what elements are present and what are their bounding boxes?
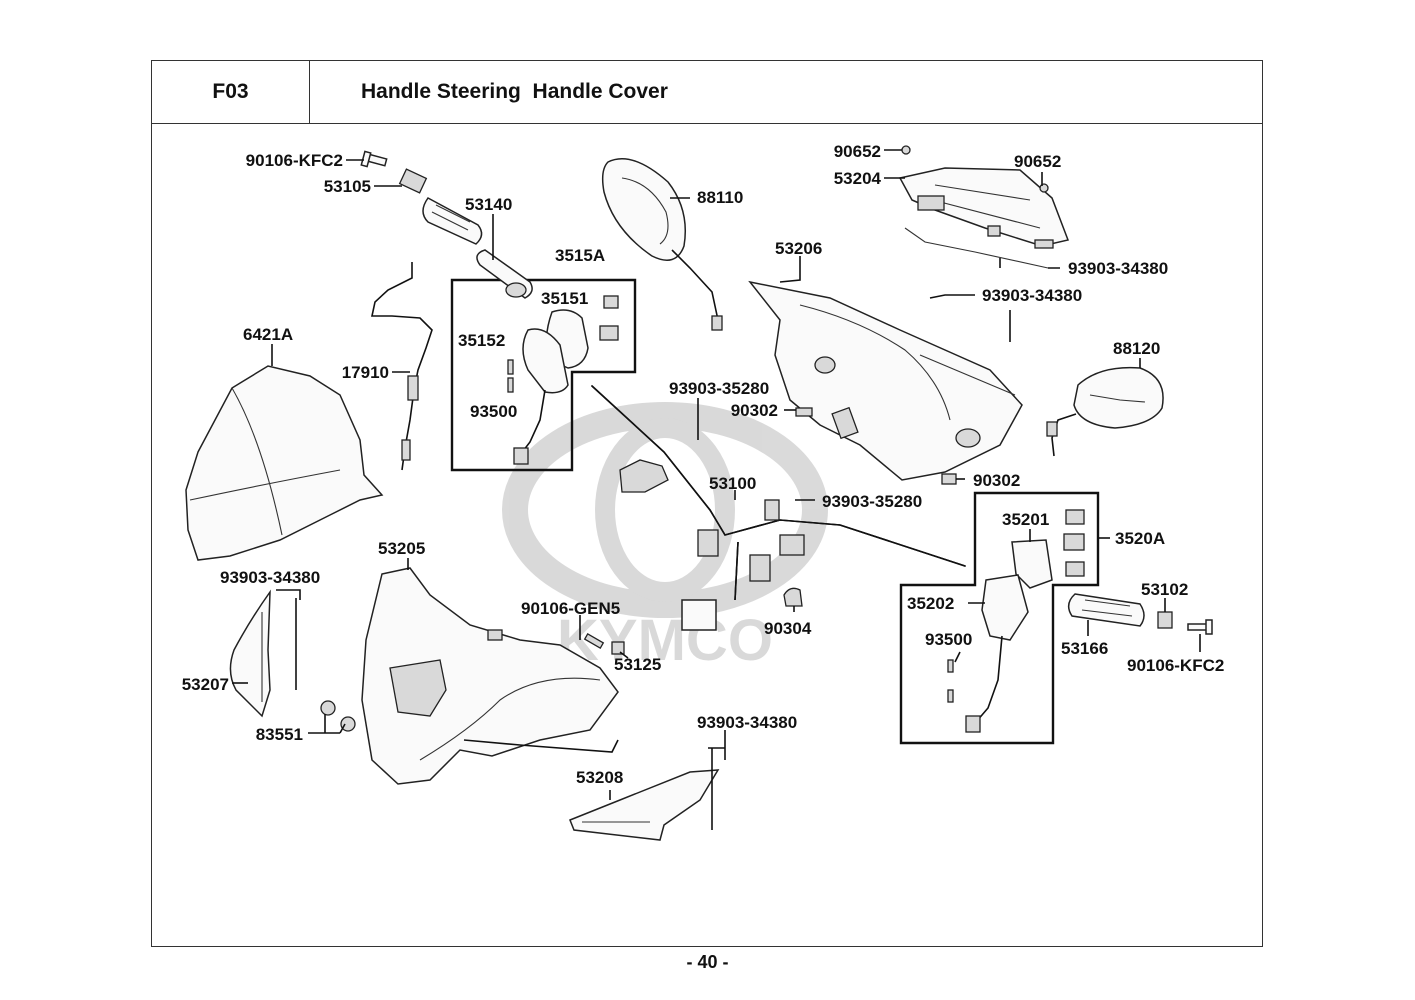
callout-90106-GEN5: 90106-GEN5 (521, 599, 620, 618)
callout-53207: 53207 (182, 675, 229, 694)
callout-53206: 53206 (775, 239, 822, 258)
part-bolt-90304 (783, 587, 803, 607)
callout-88120: 88120 (1113, 339, 1160, 358)
callout-93903-34380-b: 93903-34380 (982, 286, 1082, 305)
callout-53205: 53205 (378, 539, 425, 558)
part-bolt-90302-lower (941, 473, 957, 485)
group-box-3520A (899, 491, 1100, 745)
callout-53100: 53100 (709, 474, 756, 493)
callout-35201: 35201 (1002, 510, 1049, 529)
part-meter-cover (898, 145, 1070, 269)
callout-17910: 17910 (342, 363, 389, 382)
diagram-frame: F03 Handle Steering Handle Cover (151, 60, 1263, 947)
part-side-panel (229, 589, 356, 732)
callout-90106-KFC2-b: 90106-KFC2 (1127, 656, 1224, 675)
part-left-switch (507, 295, 619, 465)
callout-53105: 53105 (324, 177, 371, 196)
callout-90302-b: 90302 (973, 471, 1020, 490)
callout-6421A: 6421A (243, 325, 293, 344)
callout-93903-34380-a: 93903-34380 (1068, 259, 1168, 278)
callout-90652-b: 90652 (1014, 152, 1061, 171)
leader-lines (232, 149, 1201, 800)
part-screw-90106-GEN5 (583, 633, 605, 649)
callout-90106-KFC2: 90106-KFC2 (246, 151, 343, 170)
part-right-grip-assembly (1067, 593, 1213, 635)
callout-93500-a: 93500 (470, 402, 517, 421)
callout-93903-34380-d: 93903-34380 (697, 713, 797, 732)
part-left-grip-assembly (360, 150, 533, 299)
callout-90302-a: 90302 (731, 401, 778, 420)
group-box-3515A (450, 278, 637, 472)
part-rear-handle-cover (748, 280, 1023, 481)
part-windscreen (185, 365, 384, 561)
part-bolt-90302-upper (795, 407, 813, 417)
section-code: F03 (152, 61, 310, 123)
callout-93500-b: 93500 (925, 630, 972, 649)
part-right-switch (947, 509, 1085, 733)
callout-35202: 35202 (907, 594, 954, 613)
callout-53204: 53204 (834, 169, 882, 188)
callout-90304: 90304 (764, 619, 812, 638)
part-right-mirror (1046, 366, 1164, 457)
callout-53140: 53140 (465, 195, 512, 214)
callout-53166: 53166 (1061, 639, 1108, 658)
part-handlebar (591, 385, 966, 631)
callout-93903-34380-c: 93903-34380 (220, 568, 320, 587)
callout-93903-35280-a: 93903-35280 (669, 379, 769, 398)
callout-53125: 53125 (614, 655, 661, 674)
part-lower-cover (569, 748, 720, 841)
callout-53102: 53102 (1141, 580, 1188, 599)
callout-53208: 53208 (576, 768, 623, 787)
callout-93903-35280-b: 93903-35280 (822, 492, 922, 511)
header-row: F03 Handle Steering Handle Cover (152, 61, 1262, 124)
section-title: Handle Steering Handle Cover (361, 80, 668, 103)
callout-3515A: 3515A (555, 246, 605, 265)
page-number: - 40 - (686, 952, 729, 972)
callout-3520A: 3520A (1115, 529, 1165, 548)
part-left-mirror (601, 158, 723, 331)
callout-88110: 88110 (697, 188, 743, 207)
part-nut-53125 (611, 641, 625, 655)
callout-labels: 90106-KFC2 53105 53140 88110 90652 53204… (182, 142, 1225, 787)
part-front-handle-cover (361, 567, 619, 785)
callout-83551: 83551 (256, 725, 303, 744)
callout-90652-a: 90652 (834, 142, 881, 161)
callout-35152: 35152 (458, 331, 505, 350)
callout-35151: 35151 (541, 289, 588, 308)
part-throttle-cable (371, 262, 433, 471)
